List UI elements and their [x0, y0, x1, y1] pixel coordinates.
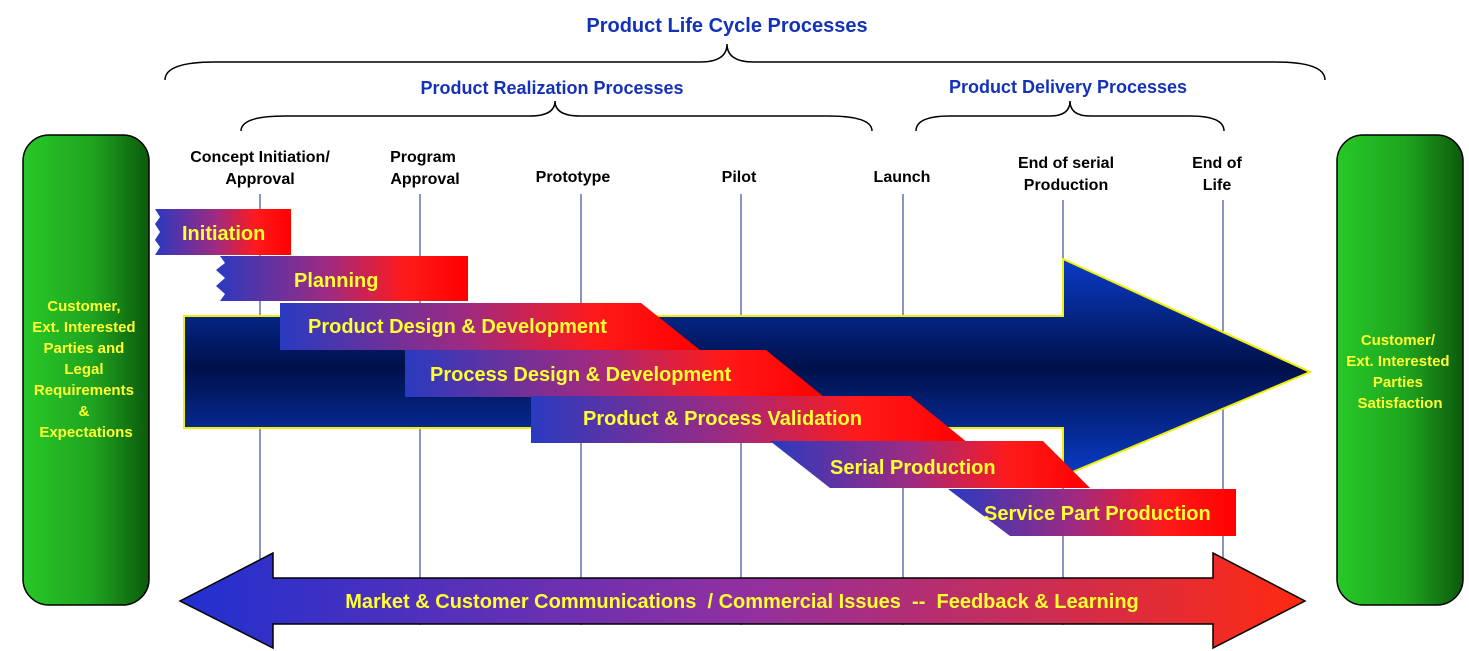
life-cycle-brace [164, 43, 1326, 81]
milestone-label: Prototype [536, 169, 611, 186]
milestone-pilot: Pilot [722, 169, 757, 186]
phase-product-design: Product Design & Development [280, 303, 700, 350]
phase-label: Product & Process Validation [583, 408, 862, 430]
left-pillar: Customer, Ext. Interested Parties and Le… [22, 134, 150, 606]
phase-initiation: Initiation [155, 209, 291, 255]
phase-serial: Serial Production [770, 441, 1090, 488]
milestone-label: End of [1192, 155, 1242, 172]
phase-label: Planning [294, 270, 378, 292]
phase-bar [155, 209, 291, 255]
phase-planning: Planning [216, 256, 468, 301]
communications-arrow: Market & Customer Communications / Comme… [178, 551, 1307, 650]
milestone-label: Launch [874, 169, 931, 186]
phase-bar [770, 441, 1090, 488]
right-pillar: Customer/ Ext. Interested Parties Satisf… [1336, 134, 1464, 606]
communications-arrow-shape [178, 551, 1307, 650]
delivery-brace [915, 100, 1225, 132]
phase-bar [280, 303, 700, 350]
phase-label: Product Design & Development [308, 316, 607, 338]
right-pillar-shape [1336, 134, 1464, 606]
milestone-label: Concept Initiation/ [190, 149, 330, 166]
diagram-title: Product Life Cycle Processes [586, 15, 867, 37]
milestone-end-serial: End of serial Production [1018, 155, 1114, 194]
milestone-label: Production [1024, 177, 1108, 194]
milestone-launch: Launch [874, 169, 931, 186]
phase-label: Initiation [182, 223, 265, 245]
milestone-label: End of serial [1018, 155, 1114, 172]
milestone-prototype: Prototype [536, 169, 611, 186]
communications-label: Market & Customer Communications / Comme… [345, 591, 1139, 613]
phase-bar [216, 256, 468, 301]
phase-validation: Product & Process Validation [531, 396, 968, 443]
realization-label: Product Realization Processes [420, 78, 683, 98]
phase-bar [531, 396, 968, 443]
milestone-program: Program Approval [390, 149, 460, 188]
milestone-label: Program [390, 149, 456, 166]
phase-label: Process Design & Development [430, 364, 732, 386]
left-pillar-text: Customer, Ext. Interested Parties and Le… [32, 298, 140, 441]
milestone-label: Life [1203, 177, 1232, 194]
milestone-label: Approval [390, 171, 459, 188]
phase-bar [405, 350, 824, 397]
milestone-label: Approval [225, 171, 294, 188]
left-pillar-shape [22, 134, 150, 606]
realization-brace [240, 100, 873, 132]
milestone-concept: Concept Initiation/ Approval [190, 149, 330, 188]
milestone-label: Pilot [722, 169, 757, 186]
phase-bar [948, 489, 1236, 536]
right-pillar-text: Customer/ Ext. Interested Parties Satisf… [1346, 332, 1454, 412]
phase-service: Service Part Production [948, 489, 1236, 536]
phase-label: Service Part Production [984, 503, 1211, 525]
phase-process-design: Process Design & Development [405, 350, 824, 397]
delivery-label: Product Delivery Processes [949, 77, 1187, 97]
milestone-end-life: End of Life [1192, 155, 1242, 194]
phase-label: Serial Production [830, 457, 996, 479]
